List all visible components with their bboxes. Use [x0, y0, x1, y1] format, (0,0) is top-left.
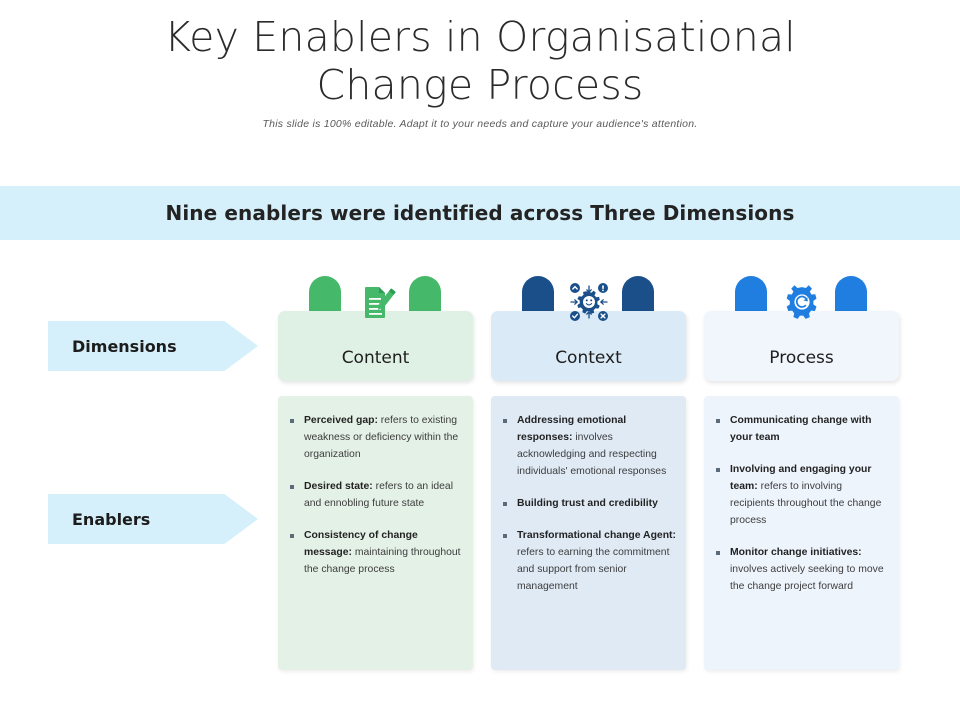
bullet-lead: Involving and engaging your team:	[730, 463, 872, 492]
bullet-text: refers to earning the commitment and sup…	[517, 546, 670, 592]
bullet-text: refers to involving recipients throughou…	[730, 480, 882, 526]
banner-text: Nine enablers were identified across Thr…	[165, 201, 795, 225]
section-banner: Nine enablers were identified across Thr…	[0, 186, 960, 240]
column-body-content: Perceived gap: refers to existing weakne…	[278, 396, 473, 670]
list-item: Desired state: refers to an ideal and en…	[286, 479, 463, 513]
gear-network-icon	[561, 274, 617, 330]
bullet-lead: Transformational change Agent:	[517, 529, 676, 541]
list-item: Perceived gap: refers to existing weakne…	[286, 413, 463, 464]
bullet-lead: Building trust and credibility	[517, 497, 658, 509]
column-body-context: Addressing emotional responses: involves…	[491, 396, 686, 670]
column-title: Content	[341, 348, 410, 368]
label-arrow-dimensions: Dimensions	[48, 321, 258, 371]
list-item: Consistency of change message: maintaini…	[286, 528, 463, 579]
list-item: Involving and engaging your team: refers…	[712, 462, 889, 530]
bullet-list-context: Addressing emotional responses: involves…	[499, 413, 676, 596]
enablers-label: Enablers	[72, 509, 151, 529]
column-header-content: Content	[278, 311, 473, 381]
bullet-lead: Communicating change with your team	[730, 415, 872, 443]
list-item: Building trust and credibility	[499, 496, 676, 513]
page-title: Key Enablers in Organisational Change Pr…	[164, 13, 796, 109]
bullet-lead: Addressing emotional responses:	[517, 415, 627, 443]
gear-refresh-icon	[774, 274, 830, 330]
list-item: Monitor change initiatives: involves act…	[712, 545, 889, 596]
column-content: Content Perceived gap: refers to existin…	[278, 268, 473, 670]
label-arrow-enablers: Enablers	[48, 494, 258, 544]
column-header-process: Process	[704, 311, 899, 381]
column-context: Context Addressing emotional responses: …	[491, 268, 686, 670]
document-pencil-icon	[348, 274, 404, 330]
column-header-context: Context	[491, 311, 686, 381]
list-item: Transformational change Agent: refers to…	[499, 528, 676, 596]
bullet-text: refers to an ideal and ennobling future …	[304, 480, 454, 509]
list-item: Addressing emotional responses: involves…	[499, 413, 676, 481]
column-title: Context	[555, 348, 622, 368]
dimension-columns: Content Perceived gap: refers to existin…	[278, 268, 918, 670]
column-body-process: Communicating change with your team Invo…	[704, 396, 899, 670]
bullet-lead: Perceived gap:	[304, 415, 378, 426]
bullet-list-process: Communicating change with your team Invo…	[712, 413, 889, 596]
bullet-list-content: Perceived gap: refers to existing weakne…	[286, 413, 463, 579]
dimensions-label: Dimensions	[72, 336, 177, 356]
bullet-text: refers to existing weakness or deficienc…	[304, 415, 459, 460]
bullet-lead: Monitor change initiatives:	[730, 546, 862, 558]
bullet-text: involves actively seeking to move the ch…	[730, 563, 884, 592]
title-block: Key Enablers in Organisational Change Pr…	[0, 0, 960, 130]
bullet-lead: Consistency of change message:	[304, 529, 418, 558]
page-subtitle: This slide is 100% editable. Adapt it to…	[262, 118, 698, 131]
list-item: Communicating change with your team	[712, 413, 889, 447]
column-process: Process Communicating change with your t…	[704, 268, 899, 670]
bullet-lead: Desired state:	[304, 480, 373, 492]
column-title: Process	[769, 348, 834, 368]
bullet-text: involves acknowledging and respecting in…	[517, 431, 667, 477]
bullet-text: maintaining throughout the change proces…	[304, 546, 461, 575]
